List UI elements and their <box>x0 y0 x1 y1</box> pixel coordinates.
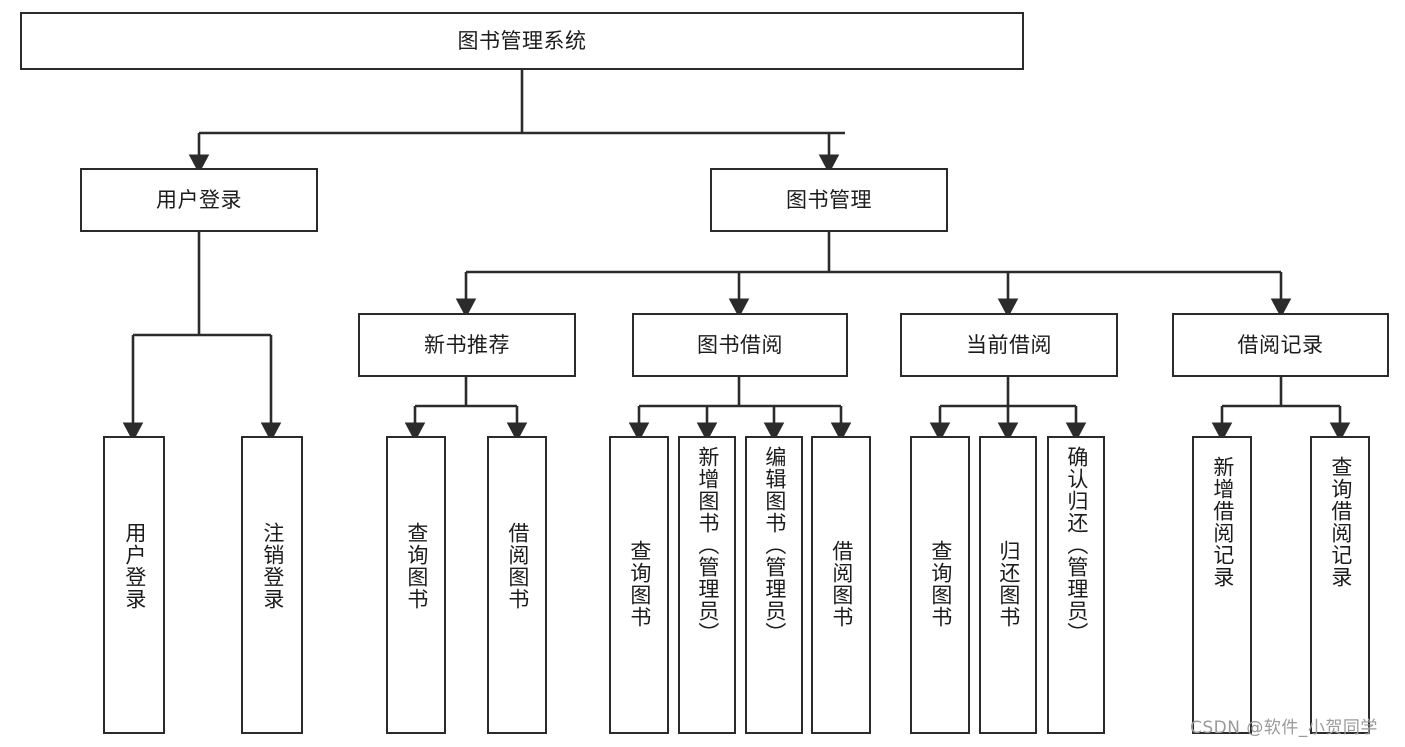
node-new-book-recommend-label: 新书推荐 <box>424 332 510 357</box>
node-book-management[interactable]: 图书管理 <box>710 168 948 232</box>
node-leaf-add-book[interactable]: 新增图书（管理员） <box>678 436 736 734</box>
node-leaf-return-book-label: 归还图书 <box>996 540 1021 628</box>
node-leaf-query-book-2[interactable]: 查询图书 <box>609 436 669 734</box>
node-leaf-edit-book-label: 编辑图书（管理员） <box>762 446 787 644</box>
node-leaf-add-record[interactable]: 新增借阅记录 <box>1192 436 1252 734</box>
node-current-borrow-label: 当前借阅 <box>966 332 1052 357</box>
node-leaf-edit-book[interactable]: 编辑图书（管理员） <box>745 436 803 734</box>
node-leaf-borrow-book-2-label: 借阅图书 <box>829 540 854 628</box>
node-user-login-label: 用户登录 <box>156 187 242 212</box>
node-leaf-user-login[interactable]: 用户登录 <box>103 436 165 734</box>
node-leaf-query-book-1[interactable]: 查询图书 <box>386 436 446 734</box>
node-leaf-borrow-book-1[interactable]: 借阅图书 <box>487 436 547 734</box>
node-leaf-confirm-return-label: 确认归还（管理员） <box>1064 446 1089 644</box>
node-leaf-add-book-label: 新增图书（管理员） <box>695 446 720 644</box>
node-new-book-recommend[interactable]: 新书推荐 <box>358 313 576 377</box>
node-leaf-confirm-return[interactable]: 确认归还（管理员） <box>1047 436 1105 734</box>
node-leaf-query-record[interactable]: 查询借阅记录 <box>1310 436 1370 734</box>
node-leaf-borrow-book-2[interactable]: 借阅图书 <box>811 436 871 734</box>
node-leaf-return-book[interactable]: 归还图书 <box>979 436 1037 734</box>
node-leaf-user-login-label: 用户登录 <box>122 522 147 610</box>
node-root-label: 图书管理系统 <box>457 28 587 53</box>
node-leaf-logout-login-label: 注销登录 <box>260 522 285 610</box>
node-root[interactable]: 图书管理系统 <box>20 12 1024 70</box>
node-leaf-query-record-label: 查询借阅记录 <box>1328 456 1353 588</box>
node-book-management-label: 图书管理 <box>786 187 872 212</box>
node-leaf-add-record-label: 新增借阅记录 <box>1210 456 1235 588</box>
node-leaf-query-book-1-label: 查询图书 <box>404 522 429 610</box>
watermark-text: CSDN @软件_小贺同学 <box>1190 718 1378 738</box>
node-book-borrow-label: 图书借阅 <box>697 332 783 357</box>
node-current-borrow[interactable]: 当前借阅 <box>900 313 1118 377</box>
node-user-login[interactable]: 用户登录 <box>80 168 318 232</box>
node-leaf-query-book-2-label: 查询图书 <box>627 540 652 628</box>
node-borrow-record[interactable]: 借阅记录 <box>1172 313 1389 377</box>
node-leaf-logout-login[interactable]: 注销登录 <box>241 436 303 734</box>
node-borrow-record-label: 借阅记录 <box>1237 332 1324 357</box>
node-leaf-borrow-book-1-label: 借阅图书 <box>505 522 530 610</box>
node-leaf-query-book-3[interactable]: 查询图书 <box>910 436 970 734</box>
node-leaf-query-book-3-label: 查询图书 <box>928 540 953 628</box>
node-book-borrow[interactable]: 图书借阅 <box>632 313 848 377</box>
